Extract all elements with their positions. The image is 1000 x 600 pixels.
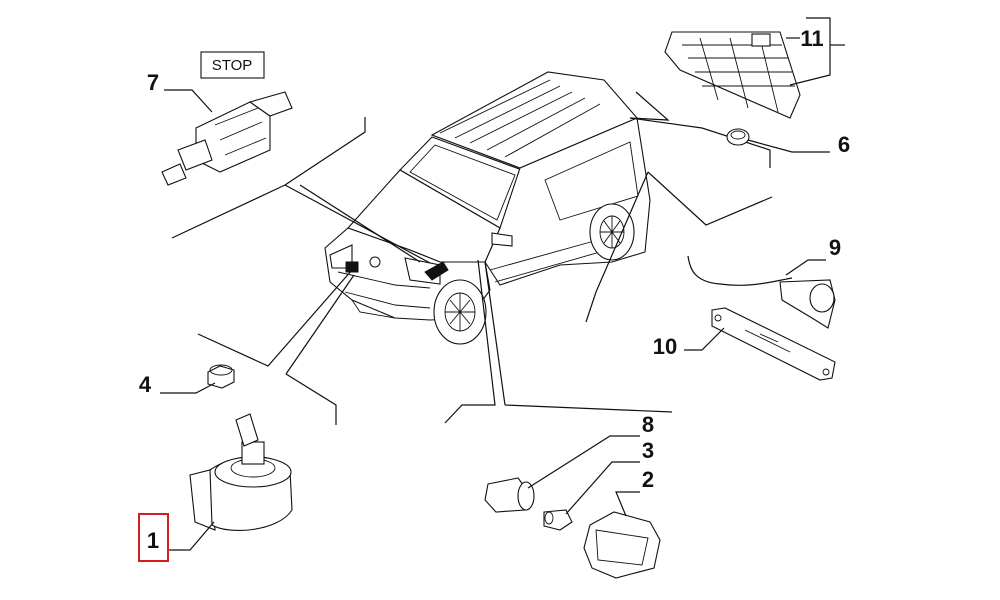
callout-4: 4 (139, 372, 152, 397)
callout-7: 7 (147, 70, 159, 95)
stop-label: STOP (212, 57, 253, 74)
stop-label-box (200, 51, 265, 79)
callout-3: 3 (642, 438, 654, 463)
bracket-part (684, 307, 836, 381)
callout-1: 1 (147, 528, 159, 553)
leader-lines (171, 91, 773, 425)
nut-part (160, 364, 235, 394)
callout-11: 11 (800, 26, 823, 51)
van-illustration (324, 71, 651, 345)
callout-1-highlight (138, 513, 169, 562)
bulb-part (543, 461, 640, 531)
callout-10: 10 (653, 334, 677, 359)
roof-lamp-part (664, 17, 845, 153)
stop-switch-part: STOP (161, 51, 293, 186)
callouts: 1 2 3 4 6 7 8 9 10 11 (138, 26, 850, 562)
callout-2: 2 (642, 467, 654, 492)
callout-9: 9 (829, 235, 841, 260)
callout-6: 6 (838, 132, 850, 157)
sensor-part (687, 255, 836, 329)
side-repeater-part (583, 491, 661, 579)
horn-part (168, 413, 293, 551)
callout-8: 8 (642, 412, 654, 437)
bulb-socket-part (484, 435, 640, 513)
